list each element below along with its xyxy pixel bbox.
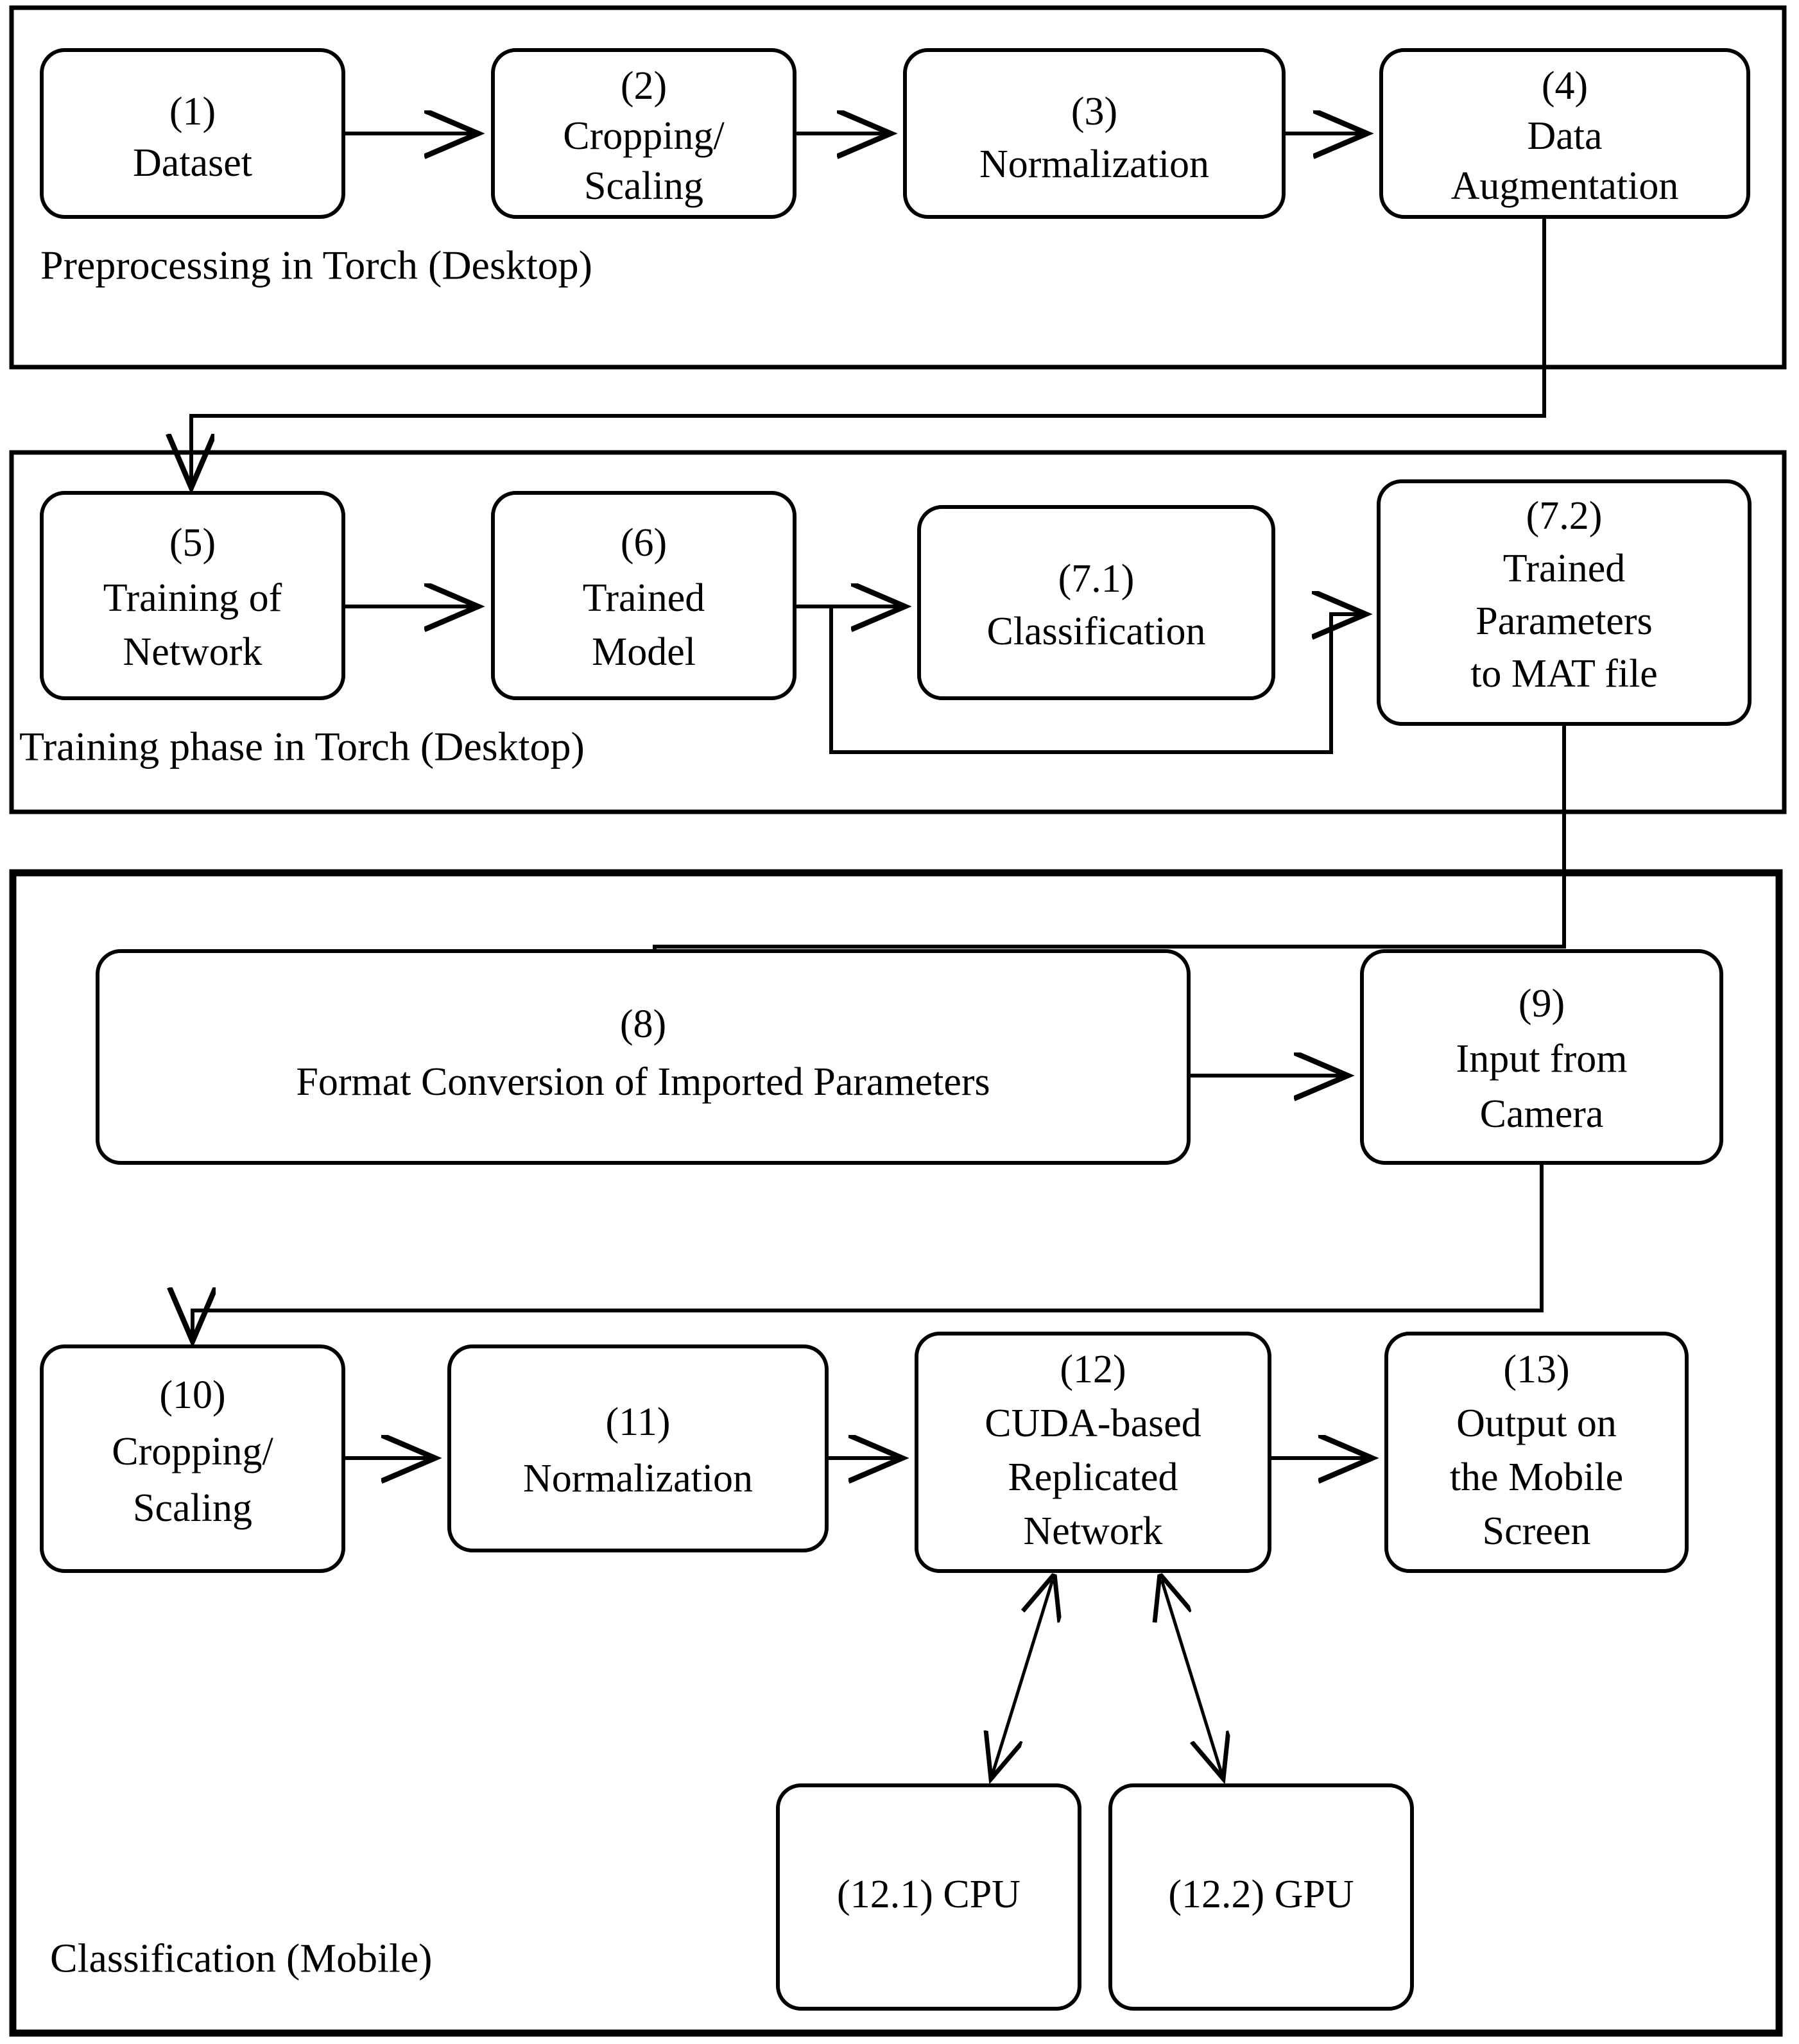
- node-12-line4: Network: [1024, 1509, 1163, 1553]
- group-classification-border: [9, 869, 1783, 2037]
- node-2-line3: Scaling: [584, 164, 703, 208]
- node-3-line1: (3): [1071, 90, 1117, 133]
- node-2-line2: Cropping/: [563, 114, 725, 158]
- node-7-2-line3: Parameters: [1476, 599, 1652, 643]
- edge-12-to-12-1-cpu: [991, 1580, 1053, 1779]
- node-2-line1: (2): [621, 64, 667, 108]
- edge-6-to-7-2: [829, 606, 1366, 754]
- node-11-normalization[interactable]: [447, 1344, 829, 1552]
- node-7-1-line2: Classification: [987, 610, 1206, 653]
- node-4-line1: (4): [1542, 64, 1588, 108]
- group-training-border: [9, 450, 1787, 814]
- node-8-line1: (8): [620, 1002, 666, 1046]
- node-1-line2: Dataset: [133, 141, 252, 185]
- node-4-data-augmentation[interactable]: [1379, 48, 1750, 219]
- node-13-line3: the Mobile: [1450, 1456, 1623, 1499]
- node-9-line2: Input from: [1456, 1037, 1628, 1081]
- node-12-1-cpu[interactable]: [776, 1783, 1081, 2011]
- group-preprocessing-border: [9, 5, 1787, 370]
- group-classification-label: Classification (Mobile): [50, 1936, 432, 1981]
- node-12-line1: (12): [1060, 1348, 1126, 1391]
- node-7-1-classification[interactable]: [917, 505, 1275, 700]
- node-10-line1: (10): [159, 1373, 225, 1417]
- node-13-output-on-mobile-screen[interactable]: [1384, 1332, 1689, 1573]
- node-5-line3: Network: [123, 630, 263, 674]
- node-9-line1: (9): [1519, 982, 1565, 1026]
- node-12-2-label: (12.2) GPU: [1168, 1873, 1354, 1916]
- node-9-line3: Camera: [1480, 1092, 1604, 1136]
- node-12-1-label: (12.1) CPU: [837, 1873, 1020, 1916]
- node-5-line1: (5): [169, 521, 216, 565]
- node-5-line2: Training of: [103, 576, 282, 620]
- node-13-line2: Output on: [1456, 1402, 1617, 1445]
- edge-12-to-12-2-gpu: [1162, 1580, 1223, 1779]
- node-3-line2: Normalization: [979, 142, 1209, 186]
- node-12-cuda-based-replicated-network[interactable]: [915, 1332, 1271, 1573]
- node-1-line1: (1): [169, 90, 216, 133]
- group-preprocessing-label: Preprocessing in Torch (Desktop): [40, 243, 592, 288]
- node-12-2-gpu[interactable]: [1108, 1783, 1414, 2011]
- edge-9-to-10: [193, 1163, 1544, 1341]
- node-4-line2: Data: [1527, 114, 1602, 158]
- node-13-line1: (13): [1503, 1348, 1569, 1391]
- node-5-training-of-network[interactable]: [40, 491, 345, 700]
- node-6-line3: Model: [592, 630, 696, 674]
- node-6-trained-model[interactable]: [491, 491, 796, 700]
- node-11-line2: Normalization: [523, 1457, 753, 1500]
- node-7-1-line1: (7.1): [1058, 557, 1135, 601]
- node-4-line3: Augmentation: [1451, 164, 1679, 208]
- node-10-line3: Scaling: [133, 1486, 252, 1530]
- node-12-line2: CUDA-based: [985, 1402, 1201, 1445]
- node-7-2-line2: Trained: [1503, 547, 1626, 590]
- node-13-line4: Screen: [1483, 1509, 1591, 1553]
- node-8-format-conversion[interactable]: [96, 949, 1191, 1165]
- node-6-line1: (6): [621, 521, 667, 565]
- node-12-line3: Replicated: [1008, 1456, 1178, 1499]
- group-training-label: Training phase in Torch (Desktop): [19, 724, 585, 769]
- node-6-line2: Trained: [583, 576, 705, 620]
- node-7-2-line4: to MAT file: [1470, 652, 1658, 696]
- node-11-line1: (11): [606, 1400, 671, 1444]
- node-7-2-line1: (7.2): [1526, 494, 1603, 538]
- node-8-line2: Format Conversion of Imported Parameters: [296, 1060, 990, 1104]
- node-10-line2: Cropping/: [112, 1430, 273, 1473]
